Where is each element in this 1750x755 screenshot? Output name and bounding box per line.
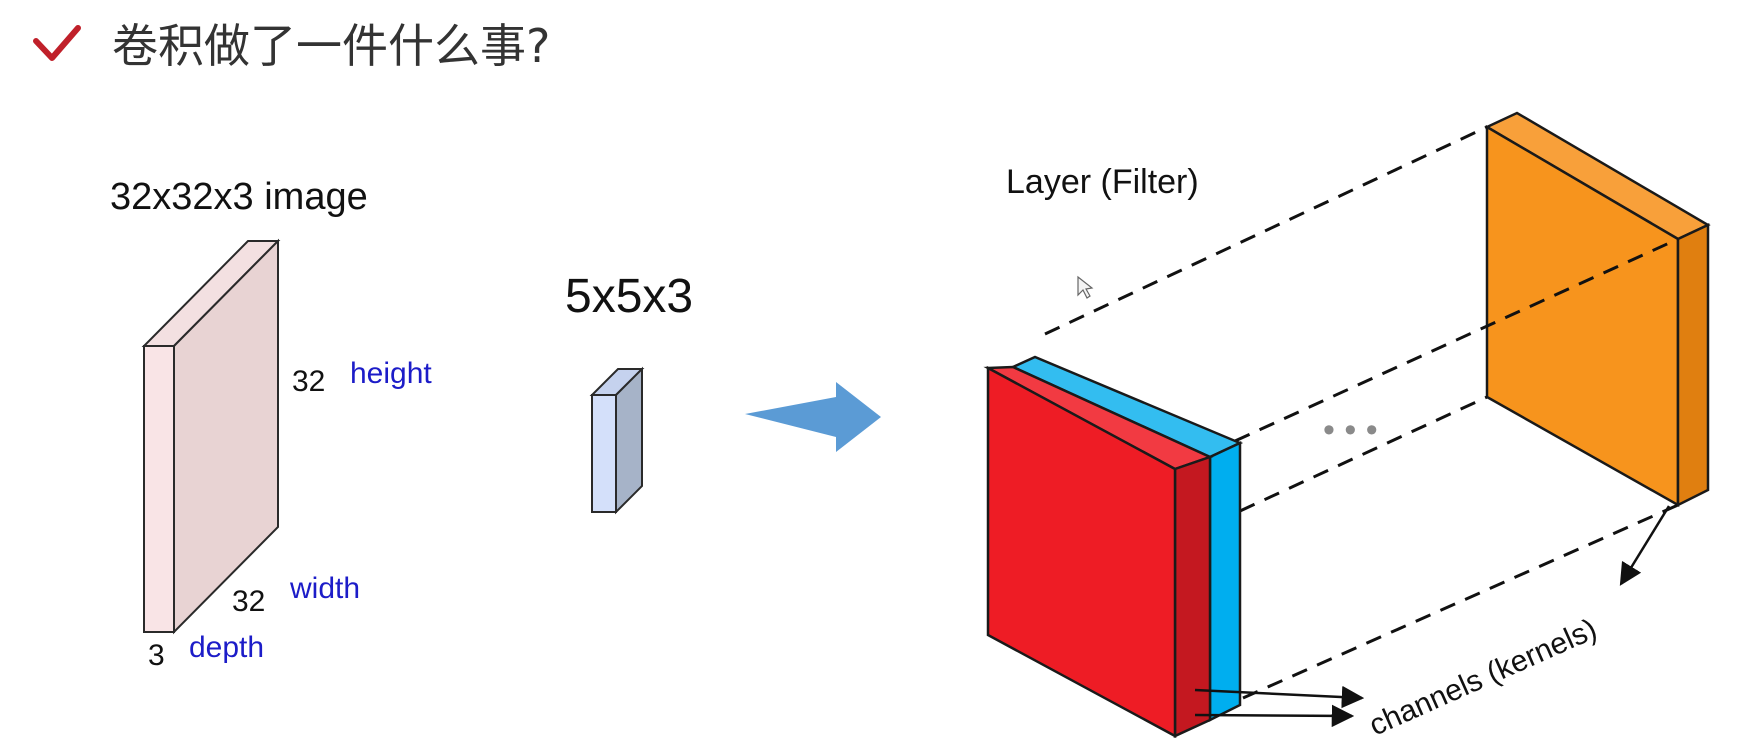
input-image-label: 32x32x3 image	[110, 176, 368, 218]
page-title: 卷积做了一件什么事?	[112, 19, 551, 73]
channel-pointer-arrows	[1194, 505, 1671, 728]
ellipsis: • • •	[1323, 411, 1378, 449]
width-label: width	[289, 572, 360, 605]
cursor-icon	[1077, 275, 1094, 299]
kernel-label: 5x5x3	[565, 270, 693, 323]
input-image-volume	[141, 238, 281, 635]
layer-label: Layer (Filter)	[1006, 163, 1199, 201]
red-channel	[983, 365, 1214, 739]
height-value: 32	[292, 365, 325, 398]
checkmark-icon	[33, 25, 81, 61]
orange-channel	[1484, 111, 1711, 508]
channels-label: channels (kernels)	[1364, 613, 1601, 743]
height-label: height	[350, 357, 432, 390]
transform-arrow	[745, 382, 881, 452]
blue-channel	[1009, 355, 1244, 723]
dashed-connectors	[1044, 125, 1679, 700]
width-value: 32	[232, 585, 265, 618]
kernel-block	[589, 366, 645, 515]
depth-label: depth	[189, 631, 264, 664]
depth-value: 3	[148, 639, 165, 672]
